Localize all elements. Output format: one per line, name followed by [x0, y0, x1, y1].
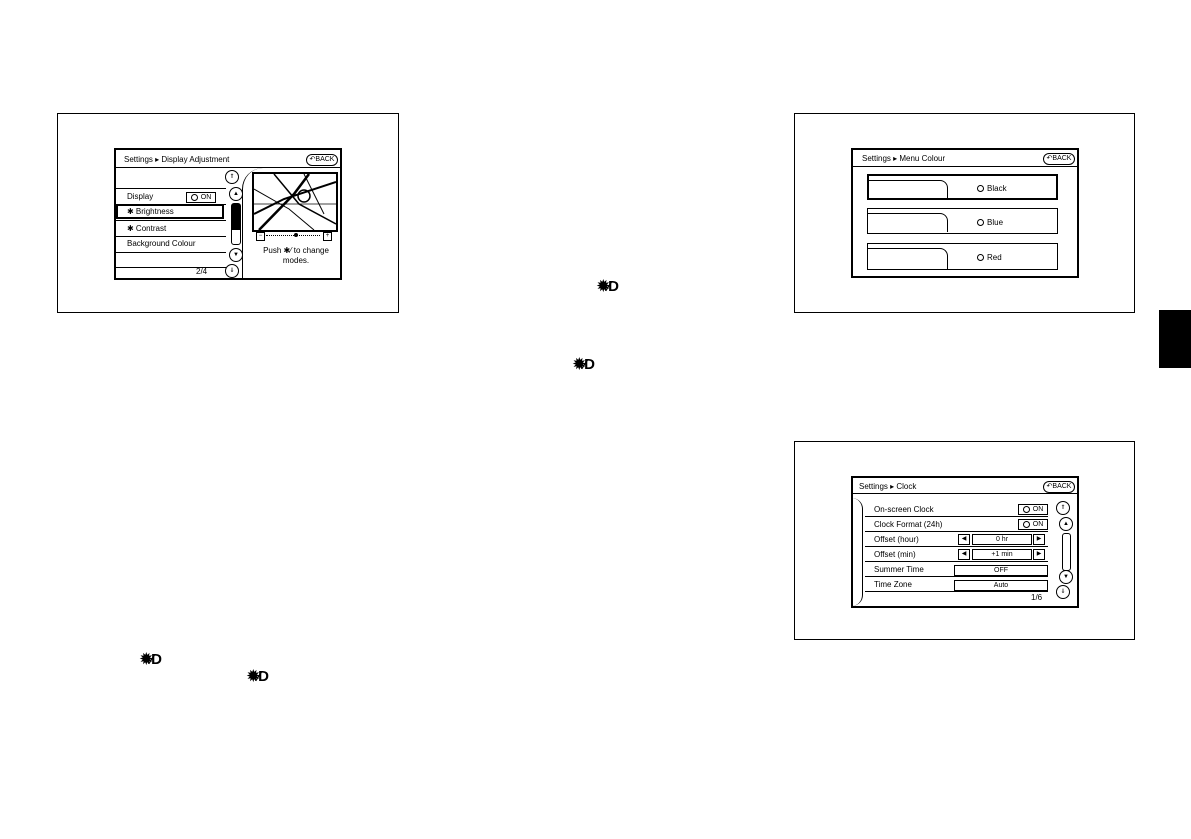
- summer-time-value[interactable]: OFF: [954, 565, 1048, 576]
- radio-icon: [190, 193, 198, 201]
- slider-handle[interactable]: [293, 233, 298, 237]
- colour-option-label: Red: [977, 253, 1002, 263]
- colour-swatch: [867, 248, 948, 269]
- display-adjustment-screen: Settings ▸ Display Adjustment ↶BACK Disp…: [114, 148, 342, 280]
- toggle-on-screen-clock[interactable]: ON: [1018, 504, 1048, 515]
- colour-swatch: [867, 213, 948, 232]
- row-label[interactable]: Clock Format (24h): [874, 520, 943, 529]
- increase-hour-icon[interactable]: ▶: [1033, 534, 1045, 545]
- toggle-clock-format[interactable]: ON: [1018, 519, 1048, 530]
- list-item-brightness-highlight[interactable]: [116, 204, 224, 219]
- figure-clock: Settings ▸ Clock ↶BACK On-screen Clock O…: [794, 441, 1135, 640]
- colour-option-label: Black: [977, 184, 1007, 194]
- radio-icon: [1022, 505, 1030, 513]
- chapter-tab: [1159, 310, 1191, 368]
- scrollbar[interactable]: [1062, 533, 1071, 571]
- colour-option-black[interactable]: Black: [867, 174, 1058, 200]
- scrollbar-thumb[interactable]: [232, 204, 240, 230]
- scroll-down-icon[interactable]: ▼: [229, 248, 243, 262]
- minute-offset-value: +1 min: [972, 549, 1032, 560]
- colour-option-blue[interactable]: Blue: [867, 208, 1058, 234]
- day-night-icon: ✹⁄D: [247, 668, 269, 685]
- list-item-background-colour[interactable]: Background Colour: [127, 239, 196, 248]
- scroll-down-icon[interactable]: ▼: [1059, 570, 1073, 584]
- preview-panel-divider: [242, 168, 263, 278]
- radio-icon: [977, 219, 984, 227]
- scroll-up-icon[interactable]: ▲: [1059, 517, 1073, 531]
- day-night-icon: ✹⁄D: [573, 356, 595, 373]
- page-down-icon[interactable]: ⇓: [225, 264, 239, 278]
- back-arrow-icon: ↶: [1046, 483, 1053, 490]
- page-up-icon[interactable]: ⇑: [1056, 501, 1070, 515]
- menu-colour-screen: Settings ▸ Menu Colour ↶BACK Black Blue …: [851, 148, 1079, 278]
- brightness-slider[interactable]: [266, 233, 320, 237]
- row-label[interactable]: On-screen Clock: [874, 505, 934, 514]
- figure-display-adjustment: Settings ▸ Display Adjustment ↶BACK Disp…: [57, 113, 399, 313]
- list-curve: [853, 498, 863, 606]
- day-night-icon: ✹⁄D: [597, 278, 619, 295]
- row-label[interactable]: Offset (hour): [874, 535, 919, 544]
- map-roads-image: [254, 174, 336, 230]
- back-arrow-icon: ↶: [1046, 155, 1053, 162]
- page-title: Settings ▸ Clock: [859, 482, 917, 491]
- back-button[interactable]: ↶BACK: [1043, 153, 1075, 165]
- list-item-contrast[interactable]: ✱ Contrast: [127, 224, 167, 233]
- list-item-display[interactable]: Display: [127, 192, 154, 201]
- scroll-up-icon[interactable]: ▲: [229, 187, 243, 201]
- decrease-minute-icon[interactable]: ◀: [958, 549, 970, 560]
- colour-swatch: [867, 180, 948, 199]
- map-preview: [252, 172, 338, 232]
- back-button[interactable]: ↶BACK: [306, 154, 338, 166]
- day-night-icon: ✹⁄D: [140, 651, 162, 668]
- radio-icon: [977, 185, 984, 193]
- decrease-hour-icon[interactable]: ◀: [958, 534, 970, 545]
- page-indicator: 1/6: [1031, 593, 1043, 602]
- back-arrow-icon: ↶: [309, 156, 316, 163]
- increase-minute-icon[interactable]: ▶: [1033, 549, 1045, 560]
- page-up-icon[interactable]: ⇑: [225, 170, 239, 184]
- figure-menu-colour: Settings ▸ Menu Colour ↶BACK Black Blue …: [794, 113, 1135, 313]
- minus-icon[interactable]: −: [256, 232, 265, 241]
- row-label[interactable]: Offset (min): [874, 550, 916, 559]
- back-button[interactable]: ↶BACK: [1043, 481, 1075, 493]
- hour-offset-value: 0 hr: [972, 534, 1032, 545]
- page-down-icon[interactable]: ⇓: [1056, 585, 1070, 599]
- page-title: Settings ▸ Display Adjustment: [124, 155, 230, 164]
- display-on-toggle[interactable]: ON: [186, 192, 216, 203]
- row-label[interactable]: Summer Time: [874, 565, 924, 574]
- colour-option-label: Blue: [977, 218, 1003, 228]
- row-label[interactable]: Time Zone: [874, 580, 912, 589]
- radio-icon: [1022, 520, 1030, 528]
- page-indicator: 2/4: [196, 267, 208, 276]
- page-title: Settings ▸ Menu Colour: [862, 154, 946, 163]
- hint-text: Push ✱⁄ to change modes.: [263, 246, 329, 265]
- list-item-brightness: ✱ Brightness: [127, 207, 174, 216]
- colour-option-red[interactable]: Red: [867, 243, 1058, 270]
- plus-icon[interactable]: +: [323, 232, 332, 241]
- radio-icon: [977, 254, 984, 262]
- clock-screen: Settings ▸ Clock ↶BACK On-screen Clock O…: [851, 476, 1079, 608]
- time-zone-value[interactable]: Auto: [954, 580, 1048, 591]
- scrollbar[interactable]: [231, 203, 241, 245]
